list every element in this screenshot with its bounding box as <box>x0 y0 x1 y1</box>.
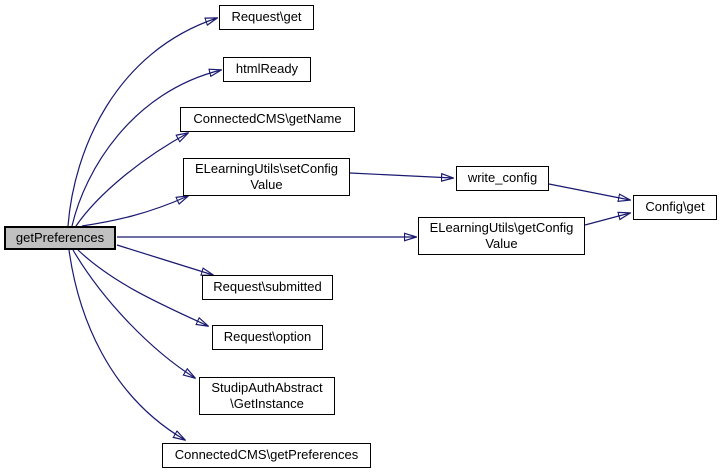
node-request-get[interactable]: Request\get <box>219 5 314 30</box>
edge-write-config-to-config-get <box>548 183 630 200</box>
node-request-option[interactable]: Request\option <box>212 325 323 350</box>
node-studipauthabstract-getinstance[interactable]: StudipAuthAbstract \GetInstance <box>199 377 335 415</box>
edge-getpreferences-to-request-get <box>67 18 217 227</box>
node-connectedcms-getpreferences[interactable]: ConnectedCMS\getPreferences <box>162 443 371 468</box>
edge-getpreferences-to-request-option <box>77 249 208 326</box>
node-elearningutils-setconfigvalue[interactable]: ELearningUtils\setConfig Value <box>183 158 350 196</box>
edge-getpreferences-to-connectedcms-getname <box>75 133 188 227</box>
node-request-submitted[interactable]: Request\submitted <box>202 275 333 300</box>
edge-elearningutils-setconfigvalue-to-write-config <box>349 172 453 178</box>
node-connectedcms-getname[interactable]: ConnectedCMS\getName <box>180 107 355 132</box>
edge-getpreferences-to-connectedcms-getpreferences <box>68 249 185 440</box>
edge-elearningutils-getconfigvalue-to-config-get <box>584 213 630 226</box>
edge-getpreferences-to-html-ready <box>71 70 221 227</box>
node-html-ready[interactable]: htmlReady <box>223 57 311 82</box>
node-elearningutils-getconfigvalue[interactable]: ELearningUtils\getConfig Value <box>418 217 585 255</box>
edge-getpreferences-to-elearningutils-setconfigvalue <box>81 196 188 227</box>
node-getpreferences: getPreferences <box>4 226 116 250</box>
node-write-config[interactable]: write_config <box>456 166 549 191</box>
edge-getpreferences-to-studipauthabstract-getinstance <box>72 249 195 378</box>
node-config-get[interactable]: Config\get <box>633 195 717 220</box>
edge-getpreferences-to-request-submitted <box>116 244 213 275</box>
